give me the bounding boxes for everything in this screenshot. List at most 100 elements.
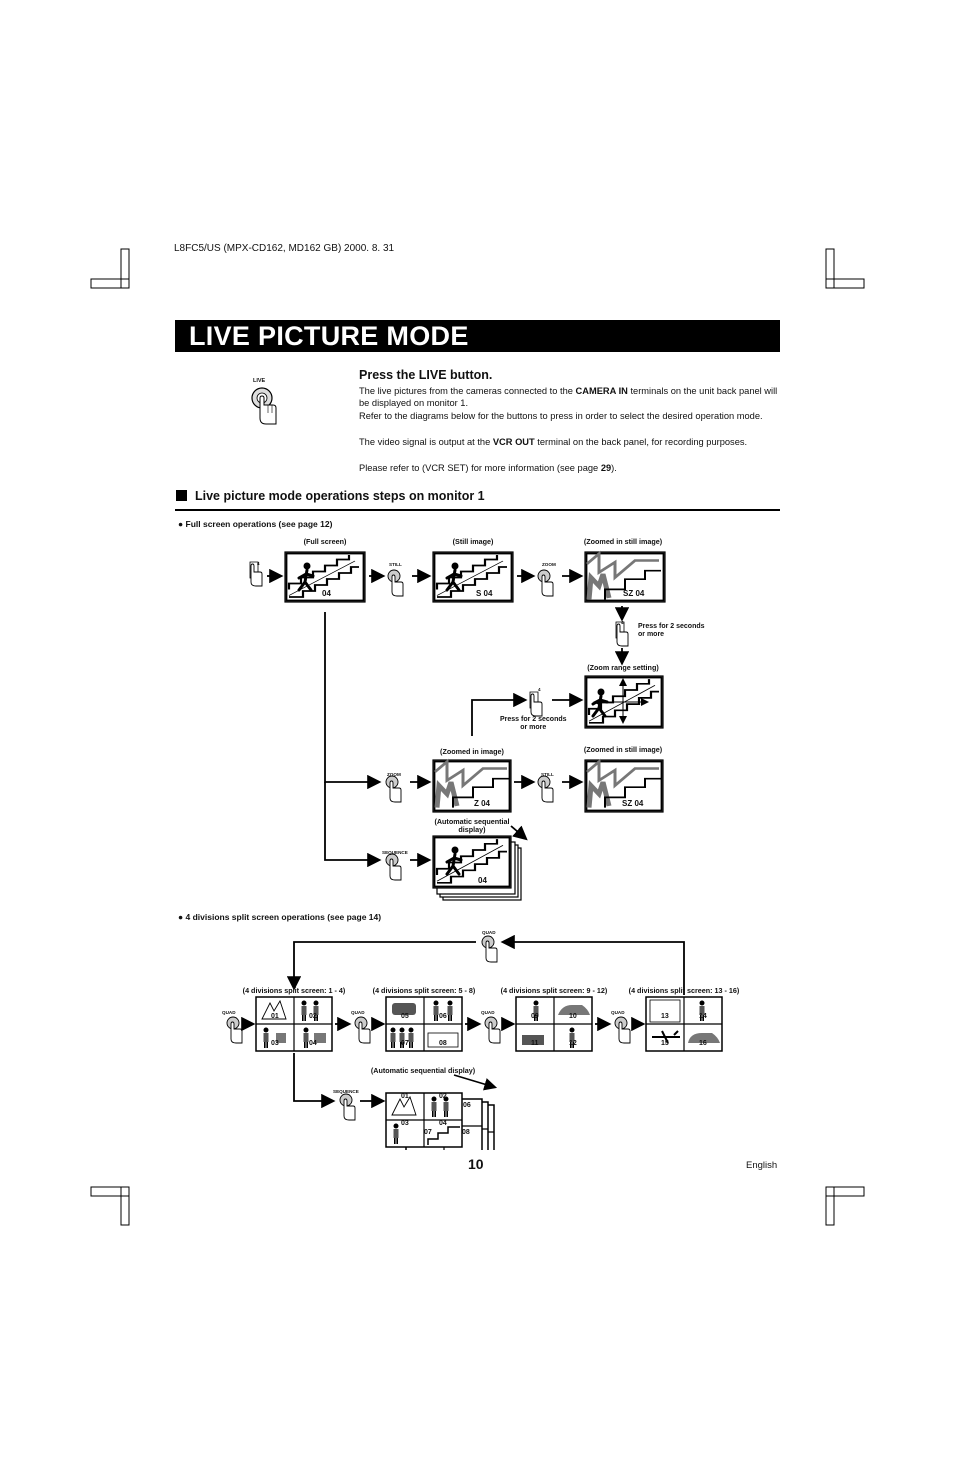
zoom-button-label-2: ZOOM bbox=[387, 772, 401, 777]
code-zoom-still-2: SZ 04 bbox=[622, 799, 644, 808]
label-full-screen: (Full screen) bbox=[303, 537, 347, 546]
code-full: 04 bbox=[322, 589, 331, 598]
seq-back-num-3: 08 bbox=[462, 1129, 470, 1136]
label-zoomed-still: (Zoomed in still image) bbox=[583, 537, 663, 546]
label-zoomed-still-2: (Zoomed in still image) bbox=[583, 745, 663, 754]
quad-button-label-top: QUAD bbox=[482, 930, 496, 935]
quad-button-label-1: QUAD bbox=[222, 1010, 236, 1015]
seq-num-3: 03 bbox=[401, 1120, 409, 1127]
p1-text-c: terminals on the unit back panel will be… bbox=[359, 386, 778, 408]
quad-diagram bbox=[226, 934, 723, 1150]
p3-text-c: terminal on the back panel, for recordin… bbox=[534, 437, 748, 447]
quad-screen-2 bbox=[385, 996, 463, 1052]
seq-back-num-2: 07 bbox=[424, 1129, 432, 1136]
monitor-sequence-stack bbox=[432, 825, 528, 901]
q3-num-4: 12 bbox=[569, 1040, 577, 1047]
still-button-label: STILL bbox=[389, 562, 402, 567]
section-title: Live picture mode operations steps on mo… bbox=[195, 489, 485, 503]
section-rule bbox=[175, 509, 780, 511]
q4-num-4: 16 bbox=[699, 1040, 707, 1047]
quad-button-label-4: QUAD bbox=[611, 1010, 625, 1015]
label-auto-seq-line2: display) bbox=[458, 825, 486, 834]
quad-label-2: (4 divisions split screen: 5 - 8) bbox=[372, 986, 476, 995]
still-button-label-2: STILL bbox=[541, 772, 554, 777]
q2-num-4: 08 bbox=[439, 1040, 447, 1047]
live-hand-icon bbox=[251, 387, 277, 425]
p3-text-a: The video signal is output at the bbox=[359, 437, 493, 447]
zoom-button-label: ZOOM bbox=[542, 562, 556, 567]
monitor-zoom-range bbox=[584, 675, 664, 729]
press-note-a-line1: Press for 2 seconds bbox=[638, 623, 705, 630]
quad-button-label-3: QUAD bbox=[481, 1010, 495, 1015]
q4-num-3: 15 bbox=[661, 1040, 669, 1047]
monitor-zoomed-in bbox=[432, 760, 512, 813]
p4-text-c: ). bbox=[611, 463, 617, 473]
btn-4-label-c: 4 bbox=[538, 687, 541, 692]
q3-num-1: 09 bbox=[531, 1013, 539, 1020]
quad-label-4: (4 divisions split screen: 13 - 16) bbox=[628, 986, 740, 995]
q1-num-2: 02 bbox=[309, 1013, 317, 1020]
q4-num-2: 14 bbox=[699, 1013, 707, 1020]
q2-num-2: 06 bbox=[439, 1013, 447, 1020]
press-note-b-line2: or more bbox=[520, 724, 547, 731]
quad-sequence-stack bbox=[385, 1074, 498, 1150]
paragraph-2: Refer to the diagrams below for the butt… bbox=[359, 411, 763, 421]
seq-num-4: 04 bbox=[439, 1120, 447, 1127]
quad-label-1: (4 divisions split screen: 1 - 4) bbox=[242, 986, 346, 995]
label-zoom-range: (Zoom range setting) bbox=[587, 663, 659, 672]
paragraph-4: Please refer to (VCR SET) for more infor… bbox=[359, 462, 779, 474]
title-bar: LIVE PICTURE MODE bbox=[175, 320, 780, 352]
code-zoom: Z 04 bbox=[474, 799, 491, 808]
label-auto-seq-line1: (Automatic sequential bbox=[434, 817, 510, 826]
sequence-button-label: SEQUENCE bbox=[382, 850, 408, 855]
page-title: LIVE PICTURE MODE bbox=[189, 321, 469, 351]
full-screen-heading: ● Full screen operations (see page 12) bbox=[178, 519, 333, 529]
q1-num-1: 01 bbox=[271, 1013, 279, 1020]
p1-text-a: The live pictures from the cameras conne… bbox=[359, 386, 576, 396]
quad-heading: ● 4 divisions split screen operations (s… bbox=[178, 912, 382, 922]
paragraph-3: The video signal is output at the VCR OU… bbox=[359, 436, 779, 448]
full-screen-diagram bbox=[249, 530, 666, 901]
btn-4-label-b: 4 bbox=[621, 620, 624, 625]
press-live-title: Press the LIVE button. bbox=[359, 368, 493, 382]
q3-num-3: 11 bbox=[531, 1040, 539, 1047]
monitor-zoomed-still-2 bbox=[584, 760, 664, 813]
code-zoom-still: SZ 04 bbox=[623, 589, 645, 598]
language-label: English bbox=[746, 1160, 778, 1171]
header-code: L8FC5/US (MPX-CD162, MD162 GB) 2000. 8. … bbox=[174, 243, 395, 254]
p1-bold: CAMERA IN bbox=[575, 386, 628, 396]
p4-text-a: Please refer to (VCR SET) for more infor… bbox=[359, 463, 601, 473]
quad-sequence-button-label: SEQUENCE bbox=[333, 1089, 359, 1094]
quad-screen-4 bbox=[645, 996, 723, 1052]
q1-num-4: 04 bbox=[309, 1040, 317, 1047]
p4-bold: 29 bbox=[600, 463, 612, 473]
monitor-zoomed-still bbox=[584, 552, 666, 603]
q1-num-3: 03 bbox=[271, 1040, 279, 1047]
label-zoomed-in: (Zoomed in image) bbox=[440, 747, 504, 756]
quad-button-label-2: QUAD bbox=[351, 1010, 365, 1015]
quad-heading-text: 4 divisions split screen operations (see… bbox=[185, 912, 382, 922]
seq-num-2: 02 bbox=[439, 1093, 447, 1100]
press-note-b-line1: Press for 2 seconds bbox=[500, 716, 567, 723]
btn-4-label-a: 4 bbox=[257, 561, 260, 566]
monitor-full-screen bbox=[284, 551, 366, 603]
label-still-image: (Still image) bbox=[452, 537, 494, 546]
seq-back-num-1: 06 bbox=[463, 1102, 471, 1109]
full-screen-heading-text: Full screen operations (see page 12) bbox=[185, 519, 333, 529]
page-number: 10 bbox=[468, 1156, 484, 1172]
seq-num-1: 01 bbox=[401, 1093, 409, 1100]
quad-label-3: (4 divisions split screen: 9 - 12) bbox=[500, 986, 608, 995]
code-seq: 04 bbox=[478, 876, 487, 885]
live-button-label: LIVE bbox=[253, 378, 266, 384]
q4-num-1: 13 bbox=[661, 1013, 669, 1020]
quad-screen-3 bbox=[515, 996, 593, 1052]
section-marker bbox=[176, 490, 187, 501]
q2-num-1: 05 bbox=[401, 1013, 409, 1020]
press-note-a-line2: or more bbox=[638, 631, 665, 638]
code-still: S 04 bbox=[476, 589, 493, 598]
paragraph-1: The live pictures from the cameras conne… bbox=[359, 385, 779, 409]
